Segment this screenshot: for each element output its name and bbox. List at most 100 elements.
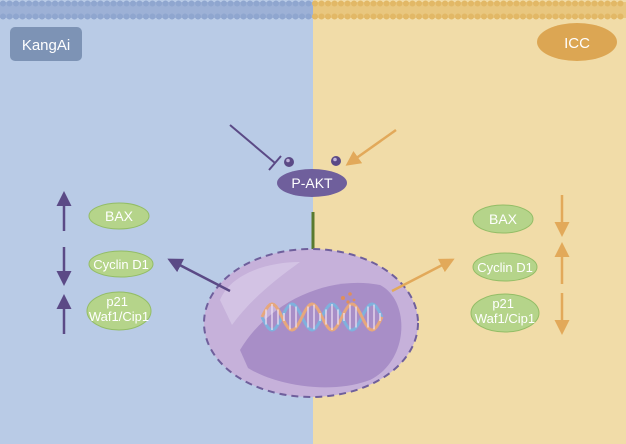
membrane-lipid-head xyxy=(84,13,91,20)
membrane-lipid-head xyxy=(559,0,565,7)
p-akt-node: P-AKT xyxy=(277,156,347,197)
membrane-lipid-head xyxy=(325,0,331,7)
membrane-lipid-head xyxy=(182,13,188,20)
membrane-lipid-head xyxy=(572,0,578,7)
membrane-lipid-head xyxy=(481,0,487,7)
membrane-lipid-head xyxy=(78,0,84,7)
membrane-lipid-head xyxy=(481,13,487,20)
membrane-lipid-head xyxy=(292,13,299,20)
membrane-lipid-head xyxy=(273,13,279,20)
membrane-lipid-head xyxy=(403,13,409,20)
membrane-lipid-head xyxy=(507,0,513,7)
membrane-lipid-head xyxy=(149,0,156,7)
membrane-lipid-head xyxy=(474,13,481,20)
membrane-lipid-head xyxy=(71,0,78,7)
membrane-lipid-head xyxy=(260,0,266,7)
membrane-lipid-head xyxy=(429,13,435,20)
membrane-lipid-head xyxy=(383,13,390,20)
membrane-lipid-head xyxy=(286,0,292,7)
membrane-lipid-head xyxy=(520,0,526,7)
membrane-lipid-head xyxy=(533,0,539,7)
membrane-lipid-head xyxy=(130,13,136,20)
membrane-lipid-head xyxy=(370,0,377,7)
membrane-lipid-head xyxy=(416,0,422,7)
membrane-lipid-head xyxy=(110,13,117,20)
membrane-lipid-head xyxy=(520,13,526,20)
membrane-lipid-head xyxy=(318,0,325,7)
membrane-lipid-head xyxy=(591,0,598,7)
membrane-lipid-head xyxy=(318,13,325,20)
icc-badge: ICC xyxy=(537,23,617,61)
membrane-lipid-head xyxy=(26,0,32,7)
membrane-lipid-head xyxy=(617,0,624,7)
membrane-lipid-head xyxy=(234,13,240,20)
membrane-lipid-head xyxy=(175,13,182,20)
left-marker-p21-label: p21 Waf1/Cip1 xyxy=(89,294,149,324)
membrane-lipid-head xyxy=(305,0,312,7)
nucleus-to-left-markers-arrow xyxy=(167,258,231,293)
membrane-lipid-head xyxy=(91,13,97,20)
membrane-lipid-head xyxy=(247,13,253,20)
membrane-lipid-head xyxy=(611,0,617,7)
membrane-lipid-head xyxy=(130,0,136,7)
membrane-lipid-head xyxy=(214,13,221,20)
membrane-lipid-head xyxy=(45,13,52,20)
membrane-lipid-head xyxy=(338,13,344,20)
membrane-lipid-head xyxy=(32,13,39,20)
membrane-lipid-head xyxy=(32,0,39,7)
membrane-lipid-head xyxy=(84,0,91,7)
membrane-lipid-head xyxy=(247,0,253,7)
membrane-lipid-head xyxy=(52,13,58,20)
left-inhibition-arrow xyxy=(229,124,282,171)
membrane-lipid-head xyxy=(201,0,208,7)
membrane-lipid-head xyxy=(331,0,338,7)
membrane-lipid-head xyxy=(149,13,156,20)
membrane-lipid-head xyxy=(227,13,234,20)
membrane-lipid-head xyxy=(58,0,65,7)
left-marker-bax: BAX xyxy=(88,202,150,230)
membrane-lipid-head xyxy=(442,13,448,20)
membrane-lipid-head xyxy=(91,0,97,7)
membrane-lipid-head xyxy=(585,13,591,20)
membrane-lipid-head xyxy=(409,13,416,20)
left-marker-list: BAX Cyclin D1 p21 Waf1/Cip1 xyxy=(56,191,154,334)
cell-membrane xyxy=(0,0,626,20)
membrane-lipid-head xyxy=(143,13,149,20)
membrane-lipid-head xyxy=(377,0,383,7)
right-marker-bax-label: BAX xyxy=(489,211,518,227)
membrane-lipid-head xyxy=(442,0,448,7)
membrane-lipid-head xyxy=(403,0,409,7)
left-marker-cyclin-d1: Cyclin D1 xyxy=(88,250,154,278)
membrane-lipid-head xyxy=(13,13,19,20)
left-marker-bax-label: BAX xyxy=(105,208,134,224)
membrane-lipid-head xyxy=(279,13,286,20)
membrane-lipid-head xyxy=(461,13,468,20)
membrane-lipid-head xyxy=(390,0,396,7)
membrane-lipid-head xyxy=(565,13,572,20)
membrane-lipid-head xyxy=(292,0,299,7)
right-activation-arrow xyxy=(345,128,397,166)
membrane-lipid-head xyxy=(208,0,214,7)
membrane-lipid-head xyxy=(299,13,305,20)
membrane-lipid-head xyxy=(312,0,318,7)
membrane-lipid-head xyxy=(253,13,260,20)
membrane-lipid-head xyxy=(539,13,546,20)
nucleus xyxy=(203,248,419,398)
membrane-lipid-head xyxy=(195,0,201,7)
membrane-lipid-head xyxy=(513,13,520,20)
membrane-lipid-head xyxy=(240,0,247,7)
membrane-lipid-head xyxy=(435,0,442,7)
membrane-lipid-head xyxy=(500,13,507,20)
membrane-lipid-head xyxy=(390,13,396,20)
membrane-lipid-head xyxy=(494,13,500,20)
membrane-lipid-head xyxy=(123,0,130,7)
left-marker-cyclin-d1-label: Cyclin D1 xyxy=(93,257,149,272)
membrane-lipid-head xyxy=(422,13,429,20)
membrane-lipid-head xyxy=(123,13,130,20)
membrane-lipid-head xyxy=(214,0,221,7)
membrane-lipid-head xyxy=(286,13,292,20)
membrane-lipid-head xyxy=(78,13,84,20)
membrane-lipid-head xyxy=(221,0,227,7)
membrane-lipid-head xyxy=(97,13,104,20)
membrane-lipid-head xyxy=(19,0,26,7)
